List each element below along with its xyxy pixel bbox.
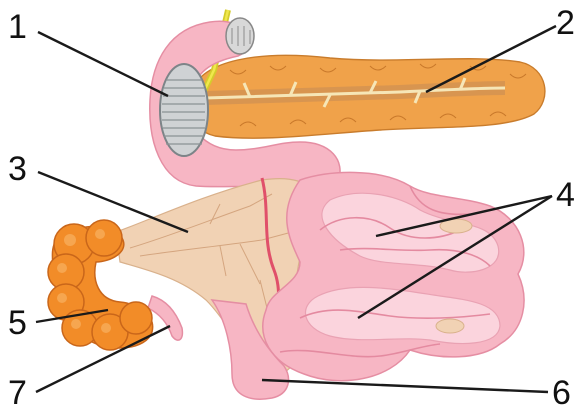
small-intestine [263, 172, 524, 380]
label-1: 1 [8, 8, 27, 46]
label-2: 2 [556, 4, 575, 42]
label-5: 5 [8, 304, 27, 342]
label-7: 7 [8, 374, 27, 410]
leader-line-1 [38, 32, 168, 96]
label-3: 3 [8, 150, 27, 188]
label-4: 4 [556, 176, 575, 214]
label-6: 6 [552, 374, 571, 410]
leader-line-6 [262, 380, 548, 392]
